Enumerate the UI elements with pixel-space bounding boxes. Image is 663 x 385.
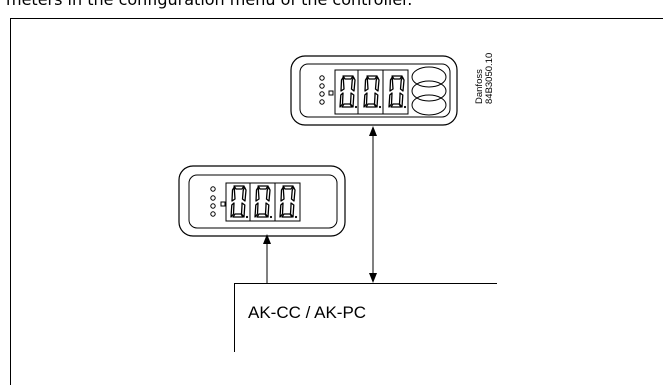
caption-text: meters in the configuration menu of the …	[6, 0, 412, 10]
down-button[interactable]	[411, 94, 447, 116]
display-unit-small	[178, 165, 346, 237]
status-led-column-small	[210, 186, 226, 217]
brand-label: Danfoss	[474, 69, 485, 104]
up-button[interactable]	[411, 66, 447, 88]
controller-label: AK-CC / AK-PC	[248, 303, 366, 322]
controller-box	[234, 283, 497, 352]
set-button[interactable]	[411, 80, 447, 102]
display-unit-large	[290, 55, 458, 126]
connection-arrow-small	[263, 234, 271, 283]
button-stack	[411, 66, 447, 116]
part-code-label: 84B3050.10	[484, 53, 495, 104]
status-led-column	[319, 75, 334, 105]
connection-arrow-large	[369, 126, 377, 283]
